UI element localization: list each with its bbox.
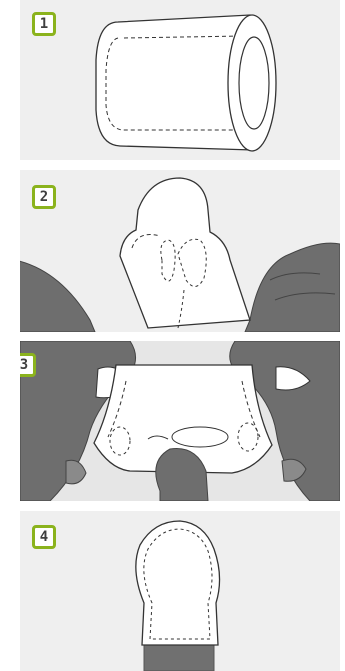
cot-on-finger-illustration <box>20 511 340 671</box>
step-1-badge: 1 <box>32 12 56 36</box>
step-4-badge: 4 <box>32 525 56 549</box>
step-2-panel: 2 <box>20 170 340 332</box>
step-4-panel: 4 <box>20 511 340 671</box>
step-1-panel: 1 <box>20 0 340 160</box>
cot-on-fingertip-illustration <box>20 170 340 332</box>
finger-cot-roll-illustration <box>20 0 340 160</box>
step-3-panel: 3 <box>20 341 340 501</box>
stretching-cot-illustration <box>20 341 340 501</box>
step-3-badge: 3 <box>20 353 36 377</box>
step-2-badge: 2 <box>32 185 56 209</box>
